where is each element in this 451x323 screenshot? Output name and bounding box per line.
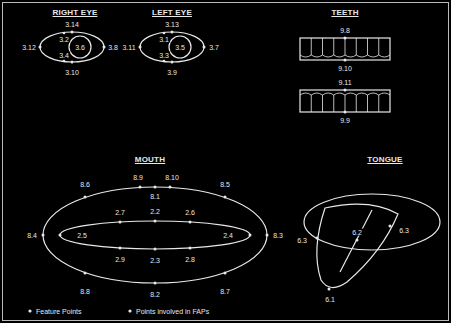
- callout-number: 2.2: [149, 208, 161, 215]
- section-title: MOUTH: [134, 156, 166, 164]
- outer-lip: [43, 187, 267, 283]
- callout-number: 3.2: [58, 36, 70, 43]
- legend-dot: [128, 309, 131, 312]
- legend-text: Feature Points: [36, 308, 82, 315]
- upper-teeth: [300, 38, 390, 60]
- callout-number: 8.4: [26, 232, 38, 239]
- eye-outline: [40, 32, 104, 62]
- callout-number: 8.2: [149, 291, 161, 298]
- callout-number: 6.3: [398, 227, 410, 234]
- section-title: LEFT EYE: [151, 9, 193, 17]
- section-title: TEETH: [330, 9, 359, 17]
- callout-number: 8.1: [149, 193, 161, 200]
- callout-number: 3.13: [164, 21, 180, 28]
- callout-number: 3.3: [158, 52, 170, 59]
- callout-number: 9.11: [337, 79, 352, 86]
- callout-number: 8.5: [219, 181, 231, 188]
- callout-number: 8.7: [219, 288, 231, 295]
- callout-number: 9.10: [337, 65, 353, 72]
- callout-number: 3.1: [158, 36, 170, 43]
- iris: [169, 36, 191, 58]
- callout-number: 8.6: [79, 181, 91, 188]
- inner-lip: [60, 221, 250, 249]
- callout-number: 8.9: [132, 174, 144, 181]
- section-title: TONGUE: [366, 156, 403, 164]
- callout-number: 2.8: [184, 256, 196, 263]
- callout-number: 3.6: [74, 44, 86, 51]
- legend-text: Points involved in FAPs: [136, 308, 209, 315]
- eye-outline: [140, 32, 204, 62]
- callout-number: 2.6: [184, 209, 196, 216]
- callout-number: 3.11: [121, 44, 136, 51]
- callout-number: 3.10: [64, 69, 80, 76]
- legend-dot: [28, 309, 31, 312]
- callout-number: 6.1: [324, 296, 336, 303]
- callout-number: 3.12: [21, 44, 37, 51]
- iris: [69, 36, 91, 58]
- callout-number: 2.5: [76, 232, 88, 239]
- frame: [3, 3, 449, 321]
- tongue-body: [317, 204, 398, 287]
- feature-points: [39, 31, 392, 291]
- callout-number: 3.14: [64, 21, 80, 28]
- tongue-midline: [340, 210, 372, 272]
- section-title: RIGHT EYE: [52, 9, 99, 17]
- callout-number: 6.3: [296, 237, 308, 244]
- callout-number: 2.4: [222, 232, 234, 239]
- callout-number: 2.7: [114, 209, 126, 216]
- tooth-lines: [300, 38, 390, 112]
- callout-number: 8.8: [79, 288, 91, 295]
- callout-number: 8.10: [164, 174, 180, 181]
- callout-number: 3.7: [208, 44, 220, 51]
- callout-number: 2.9: [114, 256, 126, 263]
- callout-number: 2.3: [149, 257, 161, 264]
- callout-number: 9.9: [339, 117, 351, 124]
- callout-number: 6.2: [351, 229, 363, 236]
- callout-number: 8.3: [272, 232, 284, 239]
- lower-teeth: [300, 90, 390, 112]
- mouth-opening: [304, 194, 440, 250]
- callout-number: 9.8: [339, 27, 351, 34]
- callout-number: 3.5: [174, 44, 186, 51]
- callout-number: 3.9: [166, 69, 178, 76]
- callout-number: 3.8: [107, 44, 119, 51]
- callout-number: 3.4: [58, 52, 70, 59]
